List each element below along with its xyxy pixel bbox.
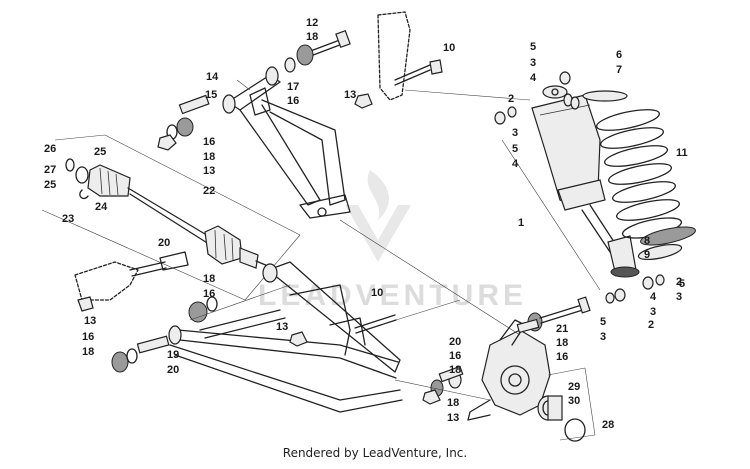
frame-bracket-lower <box>74 251 189 312</box>
callout-21: 21 <box>556 323 568 335</box>
logo-chevron-icon <box>345 205 411 262</box>
callout-10b: 10 <box>371 287 383 299</box>
callout-13c: 13 <box>84 315 96 327</box>
leadventure-watermark: LEADVENTURE <box>258 170 527 312</box>
wheel-bearing-group <box>537 367 596 442</box>
callout-16c: 16 <box>203 288 215 300</box>
callout-18d: 18 <box>556 337 568 349</box>
callout-13: 13 <box>344 89 356 101</box>
callout-5: 5 <box>530 41 536 53</box>
outer-cv-boot <box>204 225 243 265</box>
shock-absorber <box>494 71 665 304</box>
callout-24: 24 <box>95 201 108 213</box>
callout-labels: 12 18 10 5 3 4 6 7 14 15 17 16 13 2 3 5 … <box>44 17 688 431</box>
callout-16: 16 <box>287 95 299 107</box>
callout-14: 14 <box>206 71 219 83</box>
callout-4b: 4 <box>512 158 519 170</box>
coil-spring <box>582 90 696 261</box>
callout-6: 6 <box>616 49 622 61</box>
callout-2b: 2 <box>648 319 654 331</box>
callout-3d: 3 <box>600 331 606 343</box>
lower-mount-hardware <box>289 299 461 347</box>
callout-19: 19 <box>167 349 179 361</box>
callout-18b: 18 <box>203 151 215 163</box>
callout-18c: 18 <box>203 273 215 285</box>
upper-a-arm <box>222 66 351 219</box>
callout-4: 4 <box>530 72 537 84</box>
callout-5d: 5 <box>600 316 606 328</box>
frame-bracket-upper <box>354 11 531 109</box>
callout-20c: 20 <box>167 364 179 376</box>
callout-2: 2 <box>508 93 514 105</box>
callout-25b: 25 <box>44 179 56 191</box>
cv-axle-assembly <box>41 134 301 301</box>
callout-22: 22 <box>203 185 215 197</box>
callout-26: 26 <box>44 143 56 155</box>
callout-5b: 5 <box>512 143 518 155</box>
callout-28: 28 <box>602 419 614 431</box>
callout-5c: 5 <box>679 278 685 290</box>
callout-13d: 13 <box>276 321 288 333</box>
callout-29: 29 <box>568 381 580 393</box>
callout-20b: 20 <box>449 336 461 348</box>
callout-12: 12 <box>306 17 318 29</box>
lower-a-arm <box>111 261 403 413</box>
callout-1: 1 <box>518 217 524 229</box>
callout-18g: 18 <box>447 397 459 409</box>
callout-9: 9 <box>644 249 650 261</box>
callout-20: 20 <box>158 237 170 249</box>
callout-3: 3 <box>530 57 536 69</box>
callout-16e: 16 <box>449 350 461 362</box>
callout-27: 27 <box>44 164 56 176</box>
callout-15: 15 <box>205 89 217 101</box>
callout-16b: 16 <box>203 136 215 148</box>
steering-knuckle <box>422 296 591 421</box>
callout-13b: 13 <box>203 165 215 177</box>
watermark-text: LEADVENTURE <box>258 279 527 312</box>
callout-3e: 3 <box>676 291 682 303</box>
flame-logo-icon <box>367 170 389 220</box>
callout-18f: 18 <box>449 364 461 376</box>
callout-18e: 18 <box>82 346 94 358</box>
callout-16d: 16 <box>82 331 94 343</box>
callout-30: 30 <box>568 395 580 407</box>
callout-3c: 3 <box>650 306 656 318</box>
callout-8: 8 <box>644 235 650 247</box>
callout-7: 7 <box>616 64 622 76</box>
callout-13e: 13 <box>447 412 459 424</box>
upper-mount-hardware <box>157 29 351 151</box>
callout-2c: 2 <box>676 276 682 288</box>
callout-17: 17 <box>287 81 299 93</box>
callout-11: 11 <box>676 147 688 159</box>
callout-23: 23 <box>62 213 74 225</box>
rendered-by-footer: Rendered by LeadVenture, Inc. <box>282 446 468 460</box>
callout-4c: 4 <box>650 291 657 303</box>
callout-25: 25 <box>94 146 106 158</box>
callout-16f: 16 <box>556 351 568 363</box>
callout-18: 18 <box>306 31 318 43</box>
callout-10: 10 <box>443 42 455 54</box>
callout-3b: 3 <box>512 127 518 139</box>
